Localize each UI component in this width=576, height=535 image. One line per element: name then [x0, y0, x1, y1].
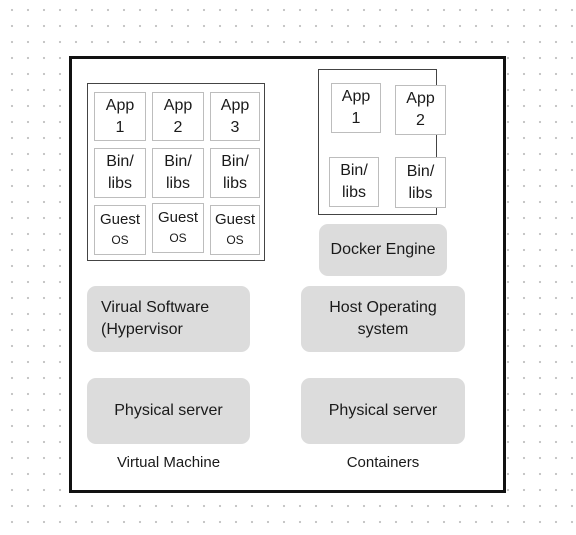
container-physical-server-box: Physical server	[301, 378, 465, 444]
container-libs-1: Bin/ libs	[329, 157, 379, 207]
vm-guest-os-2-sub: OS	[169, 231, 187, 245]
vm-libs-2: Bin/ libs	[152, 148, 204, 198]
containers-caption: Containers	[346, 454, 420, 471]
hypervisor-box: Virual Software (Hypervisor	[87, 286, 250, 352]
vm-physical-server-box: Physical server	[87, 378, 250, 444]
vm-app-1: App 1	[94, 92, 146, 141]
container-app-1: App 1	[331, 83, 381, 133]
vm-libs-1: Bin/ libs	[94, 148, 146, 198]
vm-app-3: App 3	[210, 92, 260, 141]
docker-engine-box: Docker Engine	[319, 224, 447, 276]
vm-guest-os-3-label: Guest	[214, 211, 256, 228]
host-os-box: Host Operating system	[301, 286, 465, 352]
container-libs-2: Bin/ libs	[395, 157, 446, 208]
vm-libs-3: Bin/ libs	[210, 148, 260, 198]
vm-guest-os-2-label: Guest	[157, 209, 199, 226]
vm-guest-os-3-sub: OS	[226, 233, 244, 247]
vm-guest-os-1-label: Guest	[99, 211, 141, 228]
vm-guest-os-1-sub: OS	[111, 233, 129, 247]
vm-caption: Virtual Machine	[116, 454, 221, 471]
container-app-2: App 2	[395, 85, 446, 135]
vm-app-2: App 2	[152, 92, 204, 141]
